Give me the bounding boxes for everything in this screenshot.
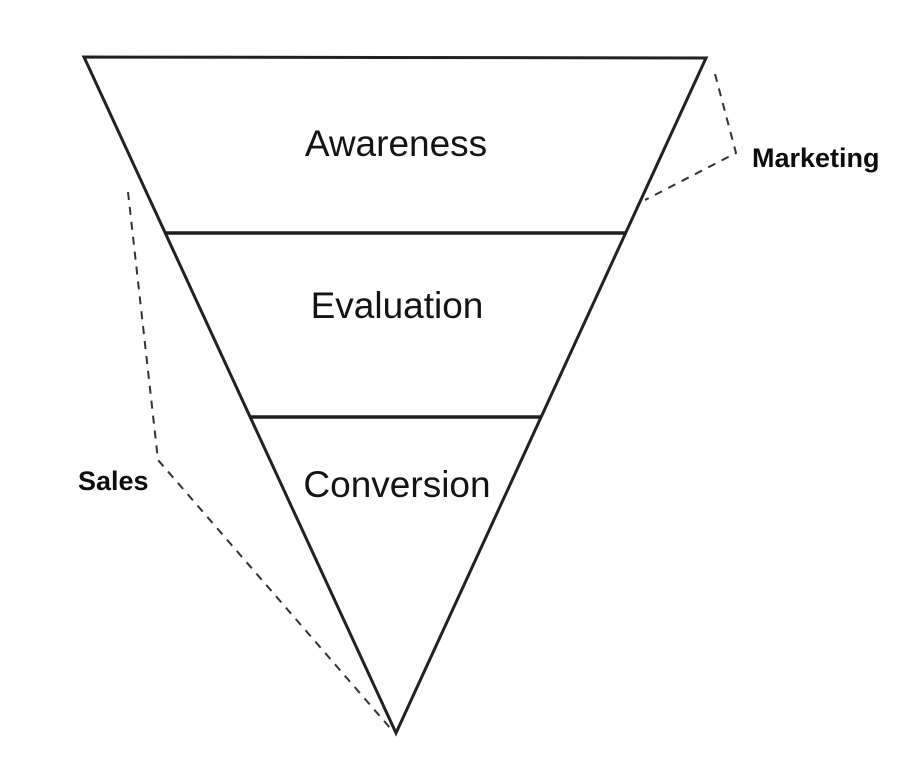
- stage-label-evaluation: Evaluation: [311, 285, 484, 326]
- funnel-outline: [81, 55, 709, 737]
- stage-label-conversion: Conversion: [303, 464, 490, 505]
- side-label-sales: Sales: [78, 466, 149, 496]
- side-label-marketing: Marketing: [752, 143, 880, 173]
- marketing-callout-line: [644, 73, 738, 201]
- stage-label-awareness: Awareness: [305, 123, 487, 164]
- sales-callout-line: [127, 191, 392, 730]
